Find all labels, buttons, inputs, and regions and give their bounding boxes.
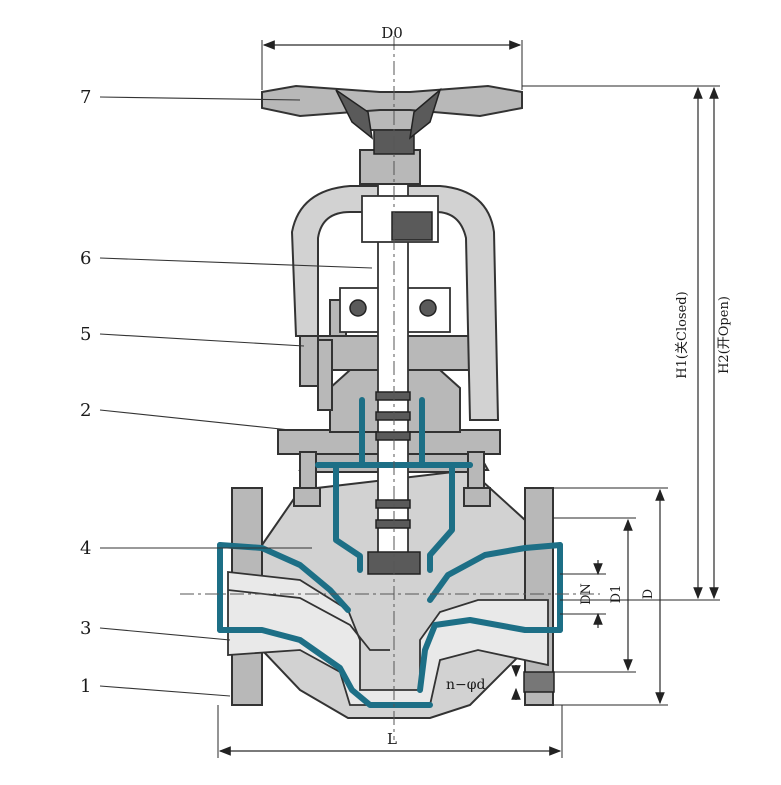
dimension-h (522, 85, 720, 601)
dimension-d0-label: D0 (381, 24, 403, 42)
dimension-h1-label: H1(关Closed) (675, 291, 690, 378)
dimension-d (553, 487, 668, 706)
dimension-d1-label: D1 (609, 585, 624, 604)
dimension-nd (511, 665, 555, 700)
dimension-l (217, 705, 563, 758)
dimension-dn-label: DN (579, 583, 594, 605)
callout-7: 7 (80, 87, 91, 108)
part-callouts (99, 96, 373, 697)
dimension-d0 (261, 40, 523, 90)
dimension-h2-label: H2(开Open) (717, 296, 732, 374)
dimension-l-label: L (387, 730, 397, 748)
dimension-d-label: D (641, 589, 656, 599)
callout-3: 3 (80, 618, 91, 639)
callout-4: 4 (80, 538, 91, 559)
callout-2: 2 (80, 400, 91, 421)
callout-5: 5 (80, 324, 91, 345)
callout-1: 1 (80, 676, 91, 697)
center-lines (180, 36, 600, 740)
callout-6: 6 (80, 248, 91, 269)
dimension-nd-label: n−φd (446, 677, 486, 693)
